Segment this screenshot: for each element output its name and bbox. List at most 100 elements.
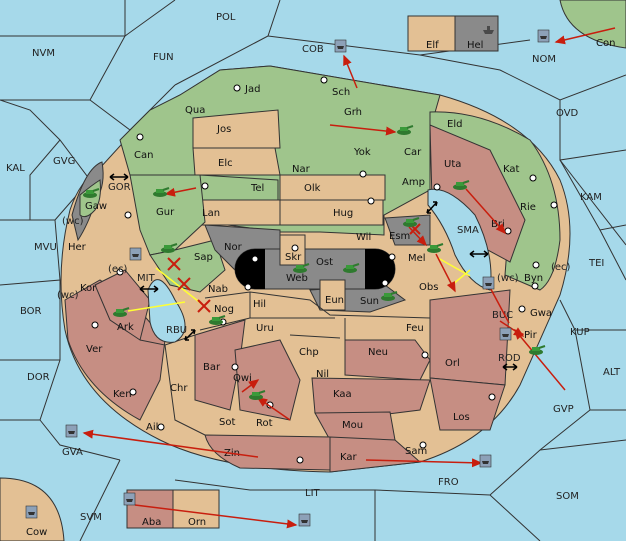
sea-label-gvg: GVG — [53, 156, 75, 167]
label-aba: Aba — [142, 517, 161, 528]
label-nab: Nab — [208, 284, 228, 295]
label-ken: Ken — [113, 389, 132, 400]
label-chr: Chr — [170, 383, 188, 394]
unit-fleet-gva — [65, 424, 78, 438]
label-sot: Sot — [219, 417, 235, 428]
unit-fleet-lit — [298, 513, 311, 527]
unit-fleet-nom — [537, 29, 550, 43]
unit-fleet-aba — [123, 492, 136, 506]
sea-label-kup: KUP — [570, 327, 590, 338]
label-rot: Rot — [256, 418, 273, 429]
coast-label-wc-kor: (wc) — [57, 290, 79, 301]
label-orl: Orl — [445, 358, 460, 369]
label-ver: Ver — [86, 344, 103, 355]
move-orders — [82, 27, 616, 529]
label-amp: Amp — [402, 177, 425, 188]
label-nog: Nog — [214, 304, 234, 315]
sea-label-sma: SMA — [457, 225, 479, 236]
label-uru: Uru — [256, 323, 274, 334]
label-hil: Hil — [253, 299, 266, 310]
label-feu: Feu — [406, 323, 424, 334]
label-skr: Skr — [285, 252, 302, 263]
unit-fleet-buc — [499, 327, 512, 341]
sea-label-rod: ROD — [498, 353, 521, 364]
label-hel: Hel — [467, 40, 483, 51]
sea-label-bor: BOR — [20, 306, 42, 317]
sea-label-svm: SVM — [80, 512, 102, 523]
sea-label-gva: GVA — [62, 447, 83, 458]
sea-label-gor: GOR — [108, 182, 131, 193]
sea-label-fun: FUN — [153, 52, 174, 63]
region-fills — [64, 65, 561, 473]
coast-label-wc-byn: (wc) — [497, 273, 519, 284]
label-bar: Bar — [203, 362, 221, 373]
label-mel: Mel — [408, 253, 426, 264]
label-ost: Ost — [316, 257, 333, 268]
label-rie: Rie — [520, 202, 536, 213]
unit-fleet-gor — [129, 247, 142, 261]
label-sap: Sap — [194, 252, 213, 263]
label-los: Los — [453, 412, 470, 423]
label-con: Con — [596, 38, 615, 49]
label-qua: Qua — [185, 105, 205, 116]
sea-label-rbu: RBU — [166, 325, 187, 336]
sea-label-pol: POL — [216, 12, 236, 23]
sea-label-som: SOM — [556, 491, 579, 502]
label-nar: Nar — [292, 164, 311, 175]
label-nil: Nil — [316, 369, 329, 380]
label-sch: Sch — [332, 87, 350, 98]
label-qwi: Qwi — [233, 373, 252, 384]
label-cow: Cow — [26, 527, 47, 538]
sea-label-mit: MIT — [137, 273, 156, 284]
label-esm: Esm — [389, 231, 410, 242]
label-car: Car — [404, 147, 422, 158]
label-pir: Pir — [524, 330, 538, 341]
label-can: Can — [134, 150, 153, 161]
label-gur: Gur — [156, 207, 175, 218]
territory-labels: Elf Hel Con Cow Aba Orn Jad Sch Qua Jos … — [26, 38, 615, 538]
label-neu: Neu — [368, 347, 388, 358]
label-kaa: Kaa — [333, 389, 352, 400]
label-jad: Jad — [244, 84, 260, 95]
sea-label-lit: LIT — [305, 488, 321, 499]
label-tel: Tel — [250, 183, 264, 194]
sea-label-kam: KAM — [580, 192, 602, 203]
label-elc: Elc — [218, 158, 233, 169]
label-obs: Obs — [419, 282, 438, 293]
label-mou: Mou — [342, 420, 363, 431]
label-nor: Nor — [224, 242, 243, 253]
sea-label-alt: ALT — [603, 367, 621, 378]
label-kar: Kar — [340, 452, 358, 463]
sea-label-nom: NOM — [532, 54, 556, 65]
passage-markers — [109, 173, 518, 371]
unit-fleet-sma — [482, 276, 495, 290]
supply-centers — [91, 76, 558, 464]
label-web: Web — [286, 273, 308, 284]
label-sun: Sun — [360, 296, 379, 307]
label-olk: Olk — [304, 183, 321, 194]
label-wil: Wil — [356, 232, 371, 243]
sea-label-cob: COB — [302, 44, 324, 55]
label-yok: Yok — [353, 147, 371, 158]
sea-label-ovd: OVD — [556, 108, 579, 119]
coast-label-ec-kor: (ec) — [108, 264, 128, 275]
sea-label-kal: KAL — [6, 163, 25, 174]
sea-label-buc: BUC — [492, 310, 513, 321]
label-ark: Ark — [117, 322, 134, 333]
label-chp: Chp — [299, 347, 319, 358]
label-orn: Orn — [188, 517, 206, 528]
sea-label-fro: FRO — [438, 477, 459, 488]
label-byn: Byn — [524, 273, 543, 284]
label-sam: Sam — [405, 446, 427, 457]
label-lan: Lan — [202, 208, 220, 219]
label-kat: Kat — [503, 164, 520, 175]
unit-fleet-svm — [25, 505, 38, 519]
unit-fleet-cob — [334, 39, 347, 53]
label-her: Her — [68, 242, 87, 253]
label-gaw: Gaw — [85, 201, 107, 212]
sea-label-mvu: MVU — [34, 242, 57, 253]
coast-label-ec-byn: (ec) — [551, 262, 571, 273]
label-eld: Eld — [447, 119, 462, 130]
